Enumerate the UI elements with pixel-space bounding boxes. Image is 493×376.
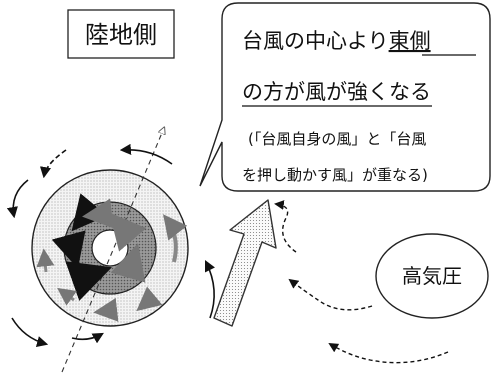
callout-line3: (「台風自身の風」と「台風 bbox=[248, 130, 426, 148]
outer-curved-arrow-east bbox=[204, 259, 216, 319]
outer-wind-arrow-southeast bbox=[136, 286, 163, 312]
high-pressure-flow-arrow-3 bbox=[328, 342, 449, 364]
outer-wind-arrow-southwest bbox=[57, 287, 77, 306]
steering-flow-arrow bbox=[213, 199, 277, 327]
land-side-box: 陸地側 bbox=[67, 9, 175, 59]
high-pressure-area: 高気圧 bbox=[375, 233, 489, 319]
callout-line1-plain: 台風の中心より bbox=[242, 29, 389, 53]
callout-line4: を押し動かす風」が重なる) bbox=[242, 166, 428, 184]
callout-bubble: 台風の中心より東側 の方が風が強くなる (「台風自身の風」と「台風 を押し動かす… bbox=[199, 2, 491, 192]
callout-line1-underlined: 東側 bbox=[389, 29, 431, 53]
outer-curved-arrow-northwest bbox=[39, 149, 67, 179]
high-pressure-flow-arrow-2 bbox=[288, 278, 373, 311]
typhoon bbox=[31, 128, 189, 373]
land-side-label: 陸地側 bbox=[85, 21, 157, 49]
inner-wind-arrow-east-2 bbox=[109, 212, 147, 252]
typhoon-eye bbox=[91, 229, 129, 267]
outer-wind-arrow-south bbox=[93, 297, 119, 322]
inner-wind-arrow-north bbox=[82, 198, 114, 229]
outer-curved-arrow-north bbox=[119, 143, 173, 165]
outer-wind-arrow-west bbox=[36, 248, 55, 273]
typhoon-track-line bbox=[61, 128, 164, 373]
callout-line2: の方が風が強くなる bbox=[242, 80, 431, 104]
high-pressure-ellipse bbox=[375, 233, 489, 319]
inner-wind-arrow-west-2 bbox=[51, 230, 86, 269]
outer-curved-arrow-south bbox=[71, 332, 104, 344]
inner-wind-arrow-south bbox=[65, 261, 112, 301]
outer-curved-arrow-west bbox=[6, 179, 29, 219]
outer-curved-arrow-southwest bbox=[11, 317, 49, 348]
inner-wind-arrow-east-1 bbox=[110, 243, 146, 283]
high-pressure-flow-arrow-1 bbox=[274, 200, 297, 253]
high-pressure-label: 高気圧 bbox=[402, 264, 462, 288]
outer-wind-arrow-east bbox=[163, 214, 188, 263]
callout-line1: 台風の中心より東側 bbox=[242, 29, 431, 53]
